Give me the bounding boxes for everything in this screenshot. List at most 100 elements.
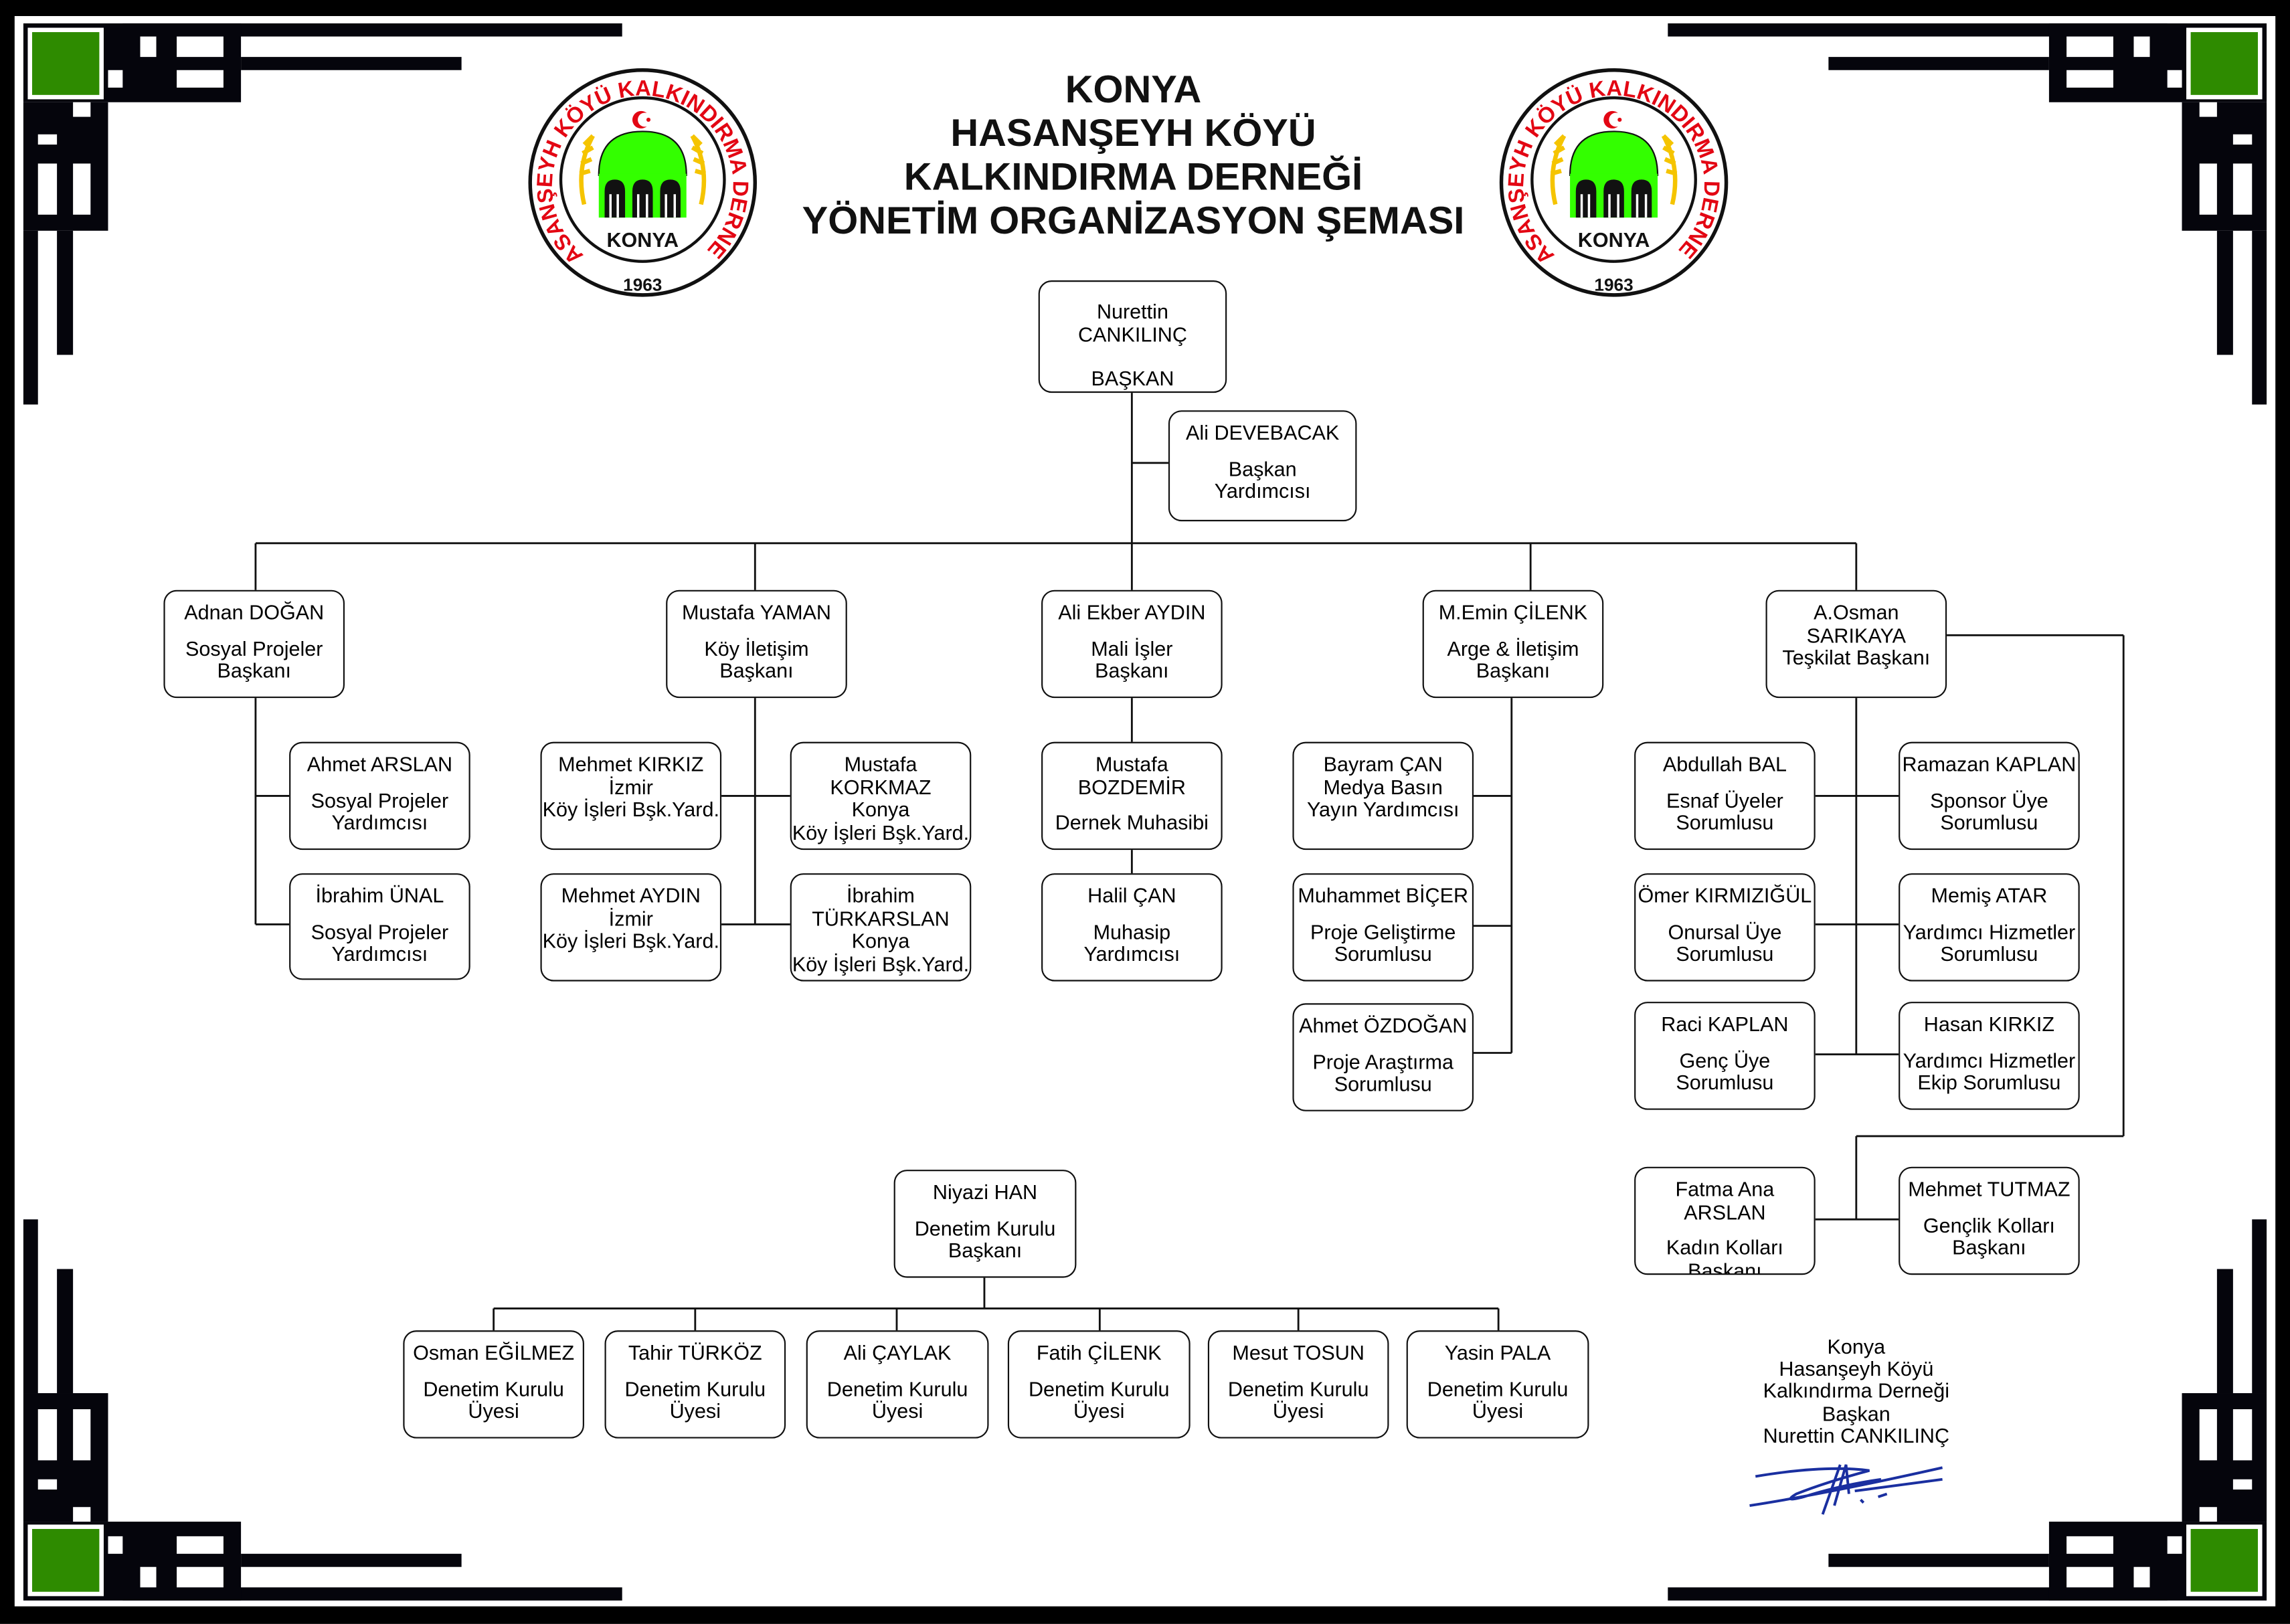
signature-line: Nurettin CANKILINÇ [1763, 1423, 1950, 1447]
member-name: Ömer KIRMIZIĞÜL [1638, 883, 1812, 907]
mosque-dome-icon [1569, 130, 1659, 218]
member-name: Tahir TÜRKÖZ [628, 1340, 762, 1364]
org-box-omer-kirmizigul: Ömer KIRMIZIĞÜL Onursal Üye Sorumlusu [1634, 873, 1816, 982]
member-name: Memiş ATAR [1931, 883, 2048, 907]
ornament-bar [2216, 230, 2233, 355]
green-square-icon [2190, 1528, 2258, 1592]
handwritten-signature [1749, 1464, 1943, 1515]
member-role: Sosyal Projeler Yardımcısı [311, 919, 449, 966]
ornament-bar [73, 1507, 91, 1522]
title-line: HASANŞEYH KÖYÜ [950, 110, 1316, 155]
ornament-bar [2252, 230, 2267, 405]
member-name: Ahmet ÖZDOĞAN [1299, 1013, 1468, 1037]
member-role: Teşkilat Başkanı [1782, 645, 1931, 669]
org-box-baskan-yard: Ali DEVEBACAK Başkan Yardımcısı [1168, 410, 1357, 522]
ornament-bar [37, 163, 58, 215]
member-role: Köy İşleri Bşk.Yard. [542, 929, 719, 952]
member-name: Ali ÇAYLAK [843, 1340, 952, 1364]
member-role: Sosyal Projeler Yardımcısı [311, 788, 449, 834]
ornament-bar [73, 102, 91, 117]
logo-year-text: 1963 [623, 274, 662, 294]
member-role: Genç Üye Sorumlusu [1676, 1047, 1774, 1094]
member-role: Başkan Yardımcısı [1214, 456, 1311, 503]
member-role: Denetim Kurulu Üyesi [1227, 1376, 1369, 1423]
member-name: Abdullah BAL [1662, 751, 1787, 776]
logo-inner-ring [1530, 96, 1697, 263]
member-role: Köy İletişim Başkanı [704, 636, 809, 683]
ornament-bar [177, 70, 224, 88]
member-name: Fatma Ana ARSLAN [1675, 1177, 1775, 1223]
ornament-bar [2232, 163, 2253, 215]
org-box-tahir-turkoz: Tahir TÜRKÖZ Denetim Kurulu Üyesi [604, 1330, 786, 1439]
signature-line: Konya [1827, 1334, 1886, 1358]
green-square-icon [32, 32, 100, 95]
green-square-icon [2190, 32, 2258, 95]
association-logo-right: HASANŞEYH KÖYÜ KALKINDIRMA DERNEĞİ KONYA… [1497, 66, 1729, 297]
member-role: Mali İşler Başkanı [1091, 636, 1173, 683]
crescent-star-icon [1603, 110, 1623, 129]
ornament-bar [57, 1269, 74, 1394]
signature-line: Başkan [1822, 1401, 1890, 1425]
member-name: Mehmet KIRKIZ İzmir [558, 751, 704, 798]
ornament-bar [2066, 36, 2113, 58]
member-name: Mehmet TUTMAZ [1908, 1177, 2071, 1200]
member-name: Mesut TOSUN [1232, 1340, 1364, 1364]
member-role: Medya Basın Yayın Yardımcısı [1306, 774, 1460, 821]
member-name: Mustafa BOZDEMİR [1077, 751, 1186, 798]
member-role: Sosyal Projeler Başkanı [185, 636, 323, 683]
ornament-bar [122, 1587, 622, 1601]
ornament-bar [108, 1536, 123, 1554]
ornament-bar [2182, 1393, 2267, 1522]
ornament-bar [241, 1554, 462, 1567]
member-name: Bayram ÇAN [1323, 751, 1443, 776]
ornament-bar [122, 23, 622, 37]
logo-city-text: KONYA [1578, 229, 1650, 252]
member-name: Ali DEVEBACAK [1186, 420, 1340, 444]
org-box-ahmet-ozdogan: Ahmet ÖZDOĞAN Proje Araştırma Sorumlusu [1292, 1003, 1474, 1111]
ornament-bar [2199, 102, 2217, 117]
corner-ornament-top-right [1668, 23, 2267, 405]
member-role: Proje Araştırma Sorumlusu [1312, 1049, 1454, 1095]
member-name: Fatih ÇİLENK [1036, 1340, 1162, 1364]
member-role: Proje Geliştirme Sorumlusu [1310, 919, 1456, 966]
member-role: Denetim Kurulu Üyesi [624, 1376, 766, 1423]
ornament-bar [2066, 1566, 2113, 1588]
ornament-bar [1668, 23, 2168, 37]
ornament-bar [2199, 163, 2217, 215]
member-name: İbrahim TÜRKARSLAN Konya [812, 883, 950, 952]
member-role: BAŞKAN [1091, 366, 1174, 390]
page-title: KONYA HASANŞEYH KÖYÜ KALKINDIRMA DERNEĞİ… [695, 67, 1571, 242]
member-role: Denetim Kurulu Başkanı [914, 1215, 1056, 1262]
member-name: Osman EĞİLMEZ [413, 1340, 575, 1364]
member-role: Onursal Üye Sorumlusu [1668, 919, 1782, 966]
member-name: Raci KAPLAN [1661, 1012, 1789, 1036]
member-role: Esnaf Üyeler Sorumlusu [1666, 788, 1783, 834]
org-box-raci-kaplan: Raci KAPLAN Genç Üye Sorumlusu [1634, 1002, 1816, 1110]
ornament-bar [37, 1479, 58, 1490]
ornament-bar [1668, 1587, 2168, 1601]
ornament-bar [177, 1536, 224, 1554]
logo-city-text: KONYA [606, 229, 679, 252]
logo-inner-ring [559, 96, 726, 263]
member-name: M.Emin ÇİLENK [1438, 600, 1588, 624]
member-role: Köy İşleri Bşk.Yard. [792, 820, 970, 844]
ornament-bar [2133, 36, 2150, 58]
ornament-bar [108, 70, 123, 88]
member-role: Sponsor Üye Sorumlusu [1930, 788, 2048, 834]
member-name: Ramazan KAPLAN [1902, 751, 2077, 776]
